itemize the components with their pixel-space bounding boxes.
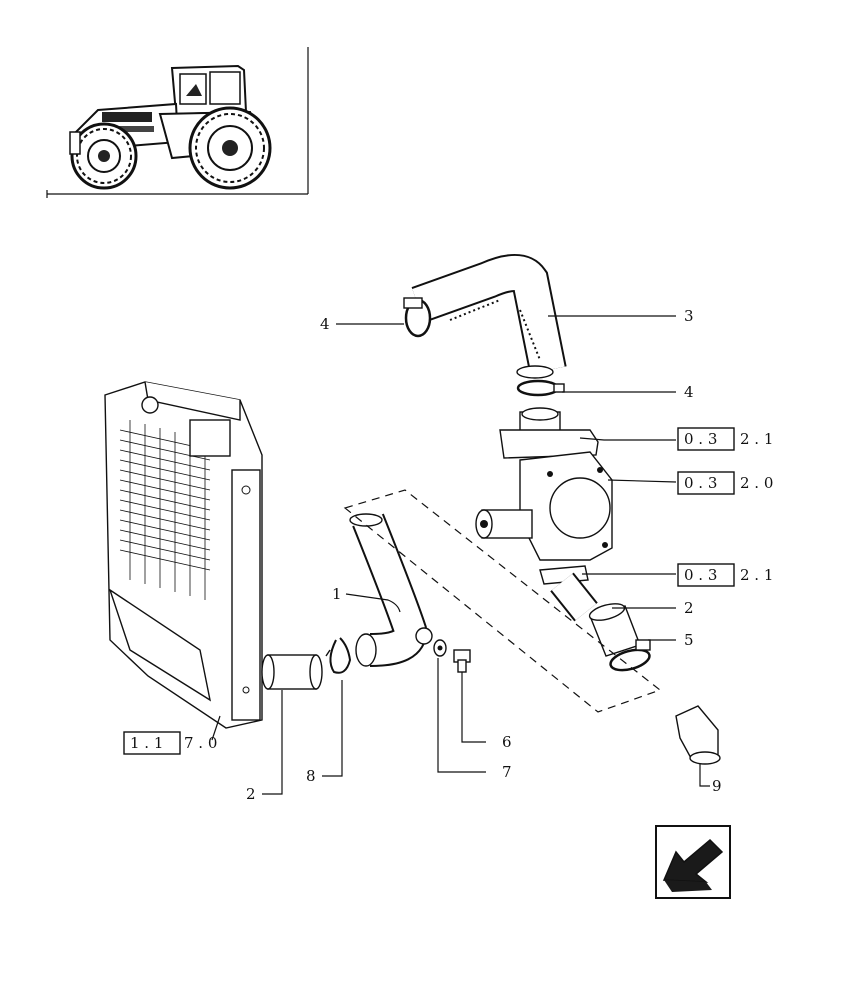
callout-clamp-upper-right: 4 <box>684 383 694 401</box>
sleeve-right <box>588 603 641 657</box>
hose-upper <box>411 254 567 379</box>
washer <box>433 639 447 657</box>
kit-outline <box>343 489 662 713</box>
elbow <box>675 705 721 765</box>
ref-top: 0 . 3 2 . 1 <box>677 427 773 451</box>
ref-top-rest: 2 . 1 <box>740 430 773 448</box>
radiator <box>104 381 263 729</box>
callout-sleeve-right: 2 <box>684 599 694 617</box>
callout-elbow: 9 <box>712 777 722 795</box>
sleeve-left <box>261 654 323 690</box>
clamp-upper-right <box>516 379 565 397</box>
callout-hose-upper: 3 <box>684 307 694 325</box>
pump-outlet-pipe <box>550 572 598 622</box>
callout-sleeve-left: 2 <box>246 785 256 803</box>
callout-clamp-upper-left: 4 <box>320 315 330 333</box>
callout-washer: 7 <box>502 763 512 781</box>
ref-low: 0 . 3 2 . 1 <box>677 563 773 587</box>
ref-mid-boxed: 0 . 3 <box>684 474 717 492</box>
tractor-thumbnail <box>46 47 309 198</box>
ref-radiator-boxed: 1 . 1 <box>130 734 163 752</box>
ref-low-boxed: 0 . 3 <box>684 566 717 584</box>
clamp-upper-left <box>403 297 432 338</box>
callout-spring-clip: 8 <box>306 767 316 785</box>
bolt <box>453 649 471 673</box>
ref-low-rest: 2 . 1 <box>740 566 773 584</box>
tractor-icon <box>69 64 272 190</box>
back-arrow-icon[interactable] <box>655 825 731 899</box>
callout-bolt: 6 <box>502 733 512 751</box>
leader-lines <box>211 315 710 795</box>
ref-top-boxed: 0 . 3 <box>684 430 717 448</box>
ref-mid-rest: 2 . 0 <box>740 474 773 492</box>
callout-clamp-lower-right: 5 <box>684 631 694 649</box>
ref-mid: 0 . 3 2 . 0 <box>677 471 773 495</box>
callout-hose-lower: 1 <box>332 585 342 603</box>
water-pump <box>475 407 613 585</box>
ref-radiator: 1 . 1 7 . 0 <box>123 731 217 755</box>
ref-radiator-rest: 7 . 0 <box>184 734 217 752</box>
spring-clip <box>325 637 352 674</box>
hose-lower <box>349 513 433 667</box>
